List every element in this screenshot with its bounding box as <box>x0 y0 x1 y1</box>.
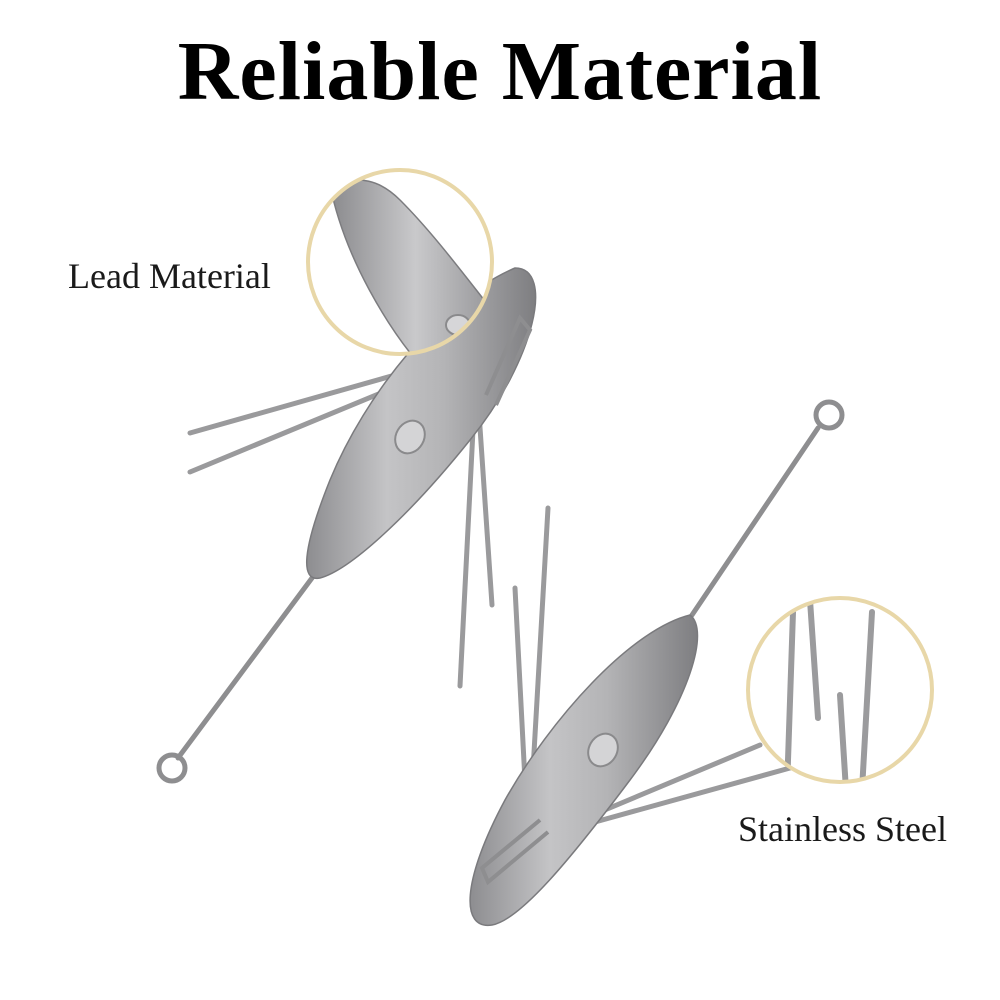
steel-zoom-callout <box>746 596 934 784</box>
lead-material-label: Lead Material <box>68 256 271 296</box>
page-title: Reliable Material <box>177 25 823 118</box>
lead-zoom-callout <box>306 168 494 356</box>
steel-zoom-ring <box>746 596 934 784</box>
sinker-lower-wire-arm <box>689 425 821 618</box>
sinker-upper <box>156 267 537 784</box>
sinker-upper-wire-eye <box>156 752 188 784</box>
sinker-lower-wire-eye <box>813 399 845 431</box>
sinker-lower <box>469 399 845 926</box>
stainless-steel-label: Stainless Steel <box>738 809 947 849</box>
sinker-upper-wire-arm <box>175 575 315 761</box>
sinker-lower-lead-body <box>469 614 699 926</box>
lead-zoom-ring <box>306 168 494 356</box>
